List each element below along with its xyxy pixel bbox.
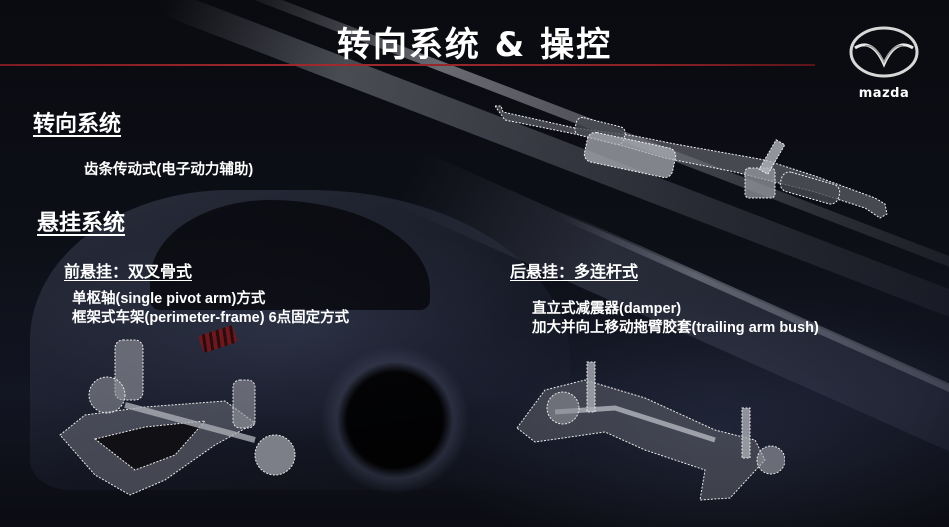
steering-heading: 转向系统 xyxy=(33,112,122,137)
title-divider xyxy=(0,64,815,66)
brand-logo: mazda xyxy=(847,26,921,101)
front-suspension-heading: 前悬挂：双叉骨式 xyxy=(64,262,193,281)
rear-suspension-line-1: 直立式减震器(damper) xyxy=(532,301,682,317)
steering-description: 齿条传动式(电子动力辅助) xyxy=(84,162,254,178)
rear-suspension-line-2: 加大并向上移动拖臂胶套(trailing arm bush) xyxy=(532,320,819,336)
front-suspension-line-2: 框架式车架(perimeter-frame) 6点固定方式 xyxy=(72,310,350,326)
front-suspension-image xyxy=(59,339,296,496)
slide-title: 转向系统 & 操控 xyxy=(336,25,613,65)
mazda-emblem-icon xyxy=(849,26,919,78)
rear-suspension-image xyxy=(516,361,785,501)
rear-suspension-heading: 后悬挂：多连杆式 xyxy=(510,262,639,281)
car-wheel xyxy=(320,345,470,495)
steering-rack-image xyxy=(495,105,888,219)
suspension-heading: 悬挂系统 xyxy=(37,211,126,236)
front-suspension-line-1: 单枢轴(single pivot arm)方式 xyxy=(72,291,266,307)
brand-wordmark: mazda xyxy=(858,86,910,101)
